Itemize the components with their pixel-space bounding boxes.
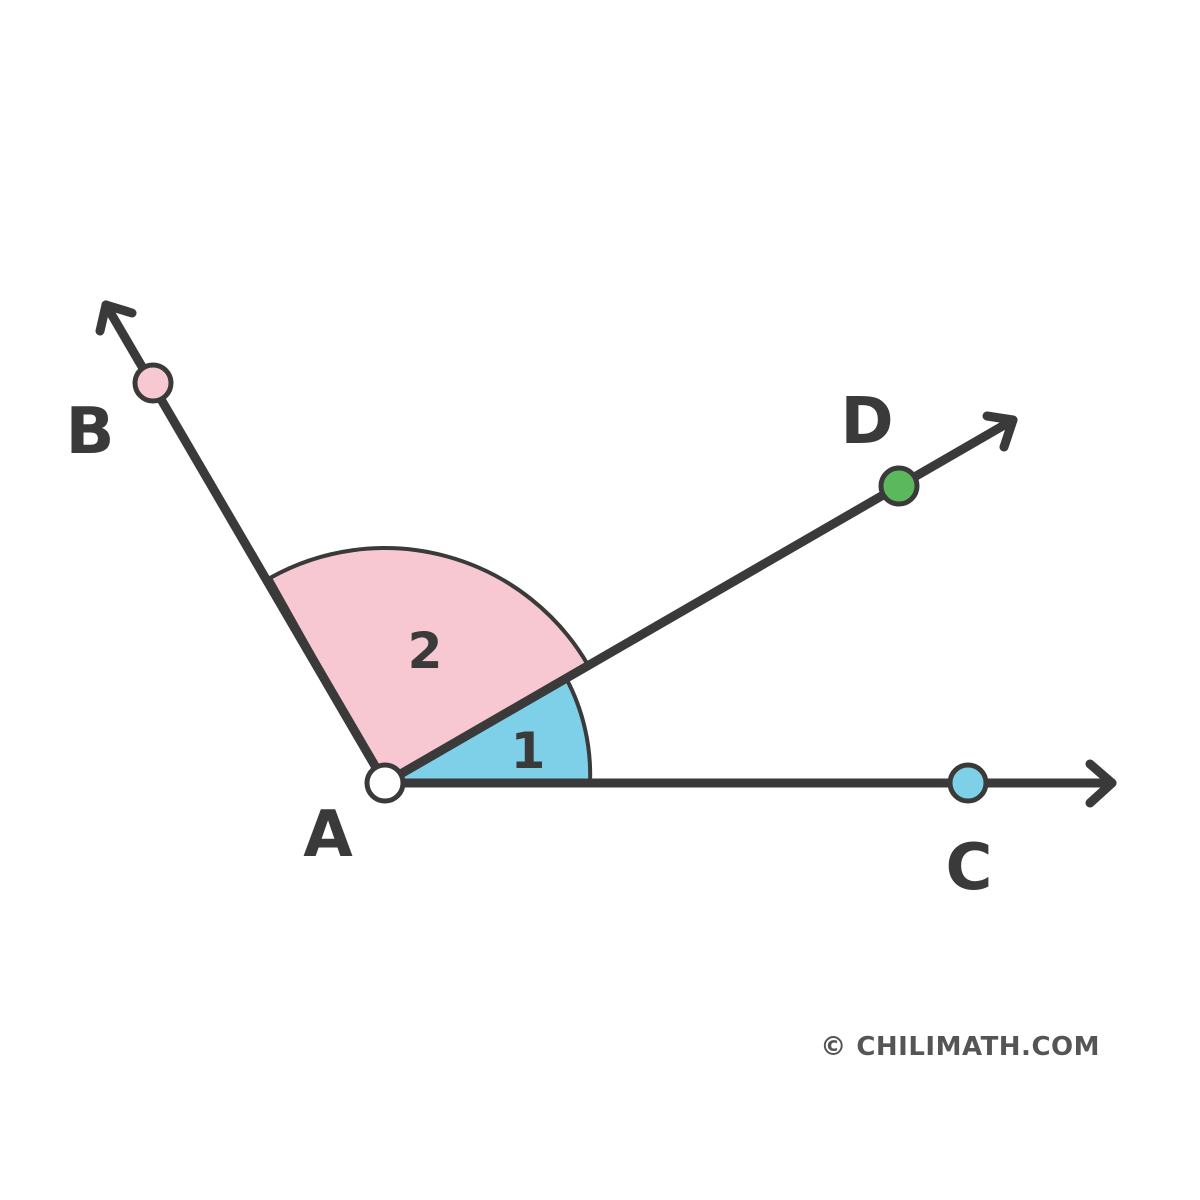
angle-1-label: 1 — [511, 722, 546, 780]
point-d-dot — [878, 465, 920, 507]
point-a-dot — [364, 762, 406, 804]
ray-ab-arrowhead — [95, 300, 137, 336]
angle-2-sector — [268, 546, 590, 785]
angle-2-label: 2 — [408, 622, 443, 680]
point-b-label: B — [66, 395, 115, 469]
ray-ac-arrowhead — [1085, 759, 1117, 808]
point-c-dot — [947, 762, 989, 804]
point-a-label: A — [303, 798, 353, 872]
point-b-dot — [132, 362, 174, 404]
point-c-label: C — [946, 831, 993, 905]
copyright-notice: © CHILIMATH.COM — [820, 1032, 1100, 1062]
ray-ad-arrowhead — [982, 411, 1018, 452]
point-d-label: D — [840, 385, 893, 459]
